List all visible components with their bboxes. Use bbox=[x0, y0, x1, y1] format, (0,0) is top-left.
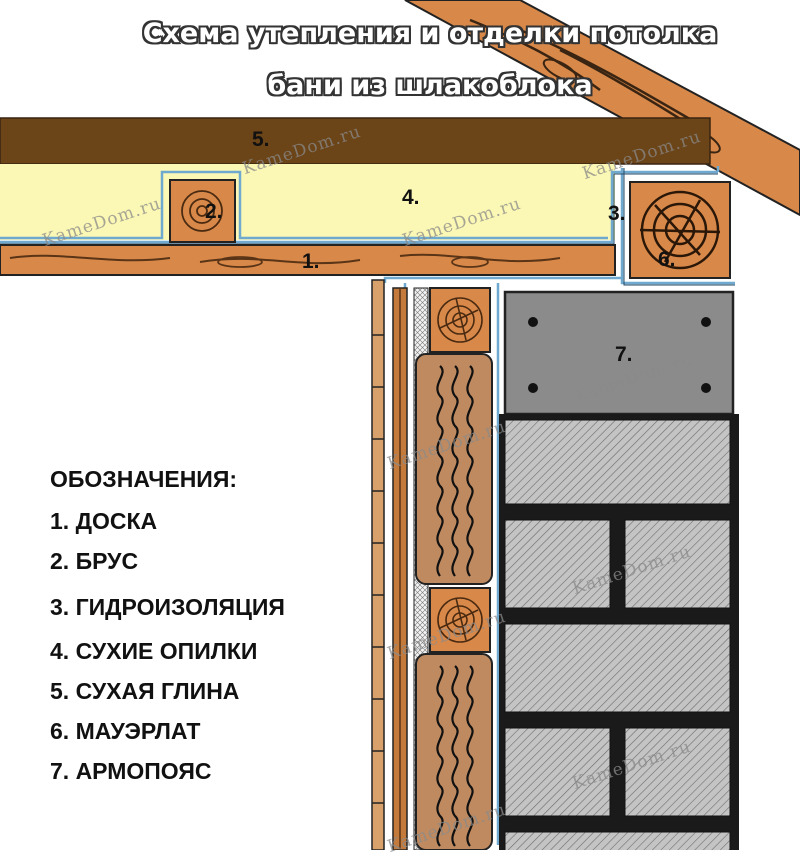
legend-item: 4. СУХИЕ ОПИЛКИ bbox=[50, 638, 258, 664]
legend-item: 2. БРУС bbox=[50, 548, 139, 574]
clay-layer bbox=[0, 117, 711, 165]
diagram-title: Схема утепления и отделки потолка bbox=[142, 18, 718, 49]
label-waterproofing: 3. bbox=[608, 202, 626, 225]
ceiling-beam bbox=[169, 179, 236, 243]
legend-item: 1. ДОСКА bbox=[50, 508, 158, 534]
mauerlat bbox=[629, 181, 731, 279]
label-beam: 2. bbox=[205, 200, 223, 223]
label-clay: 5. bbox=[252, 128, 270, 151]
block-masonry bbox=[499, 414, 739, 850]
legend-item: 3. ГИДРОИЗОЛЯЦИЯ bbox=[50, 594, 285, 620]
legend-item: 7. АРМОПОЯС bbox=[50, 758, 212, 784]
timber-wall bbox=[415, 287, 493, 850]
diagram-subtitle: бани из шлакоблока bbox=[267, 70, 593, 101]
label-sawdust: 4. bbox=[402, 186, 420, 209]
armopoyas bbox=[503, 290, 735, 416]
legend-heading: ОБОЗНАЧЕНИЯ: bbox=[50, 466, 238, 492]
legend-item: 5. СУХАЯ ГЛИНА bbox=[50, 678, 240, 704]
label-mauerlat: 6. bbox=[658, 248, 676, 271]
ceiling-board bbox=[0, 244, 616, 276]
label-board: 1. bbox=[302, 250, 320, 273]
sawdust-layer bbox=[0, 164, 615, 240]
legend-item: 6. МАУЭРЛАТ bbox=[50, 718, 201, 744]
label-armopoyas: 7. bbox=[615, 343, 633, 366]
